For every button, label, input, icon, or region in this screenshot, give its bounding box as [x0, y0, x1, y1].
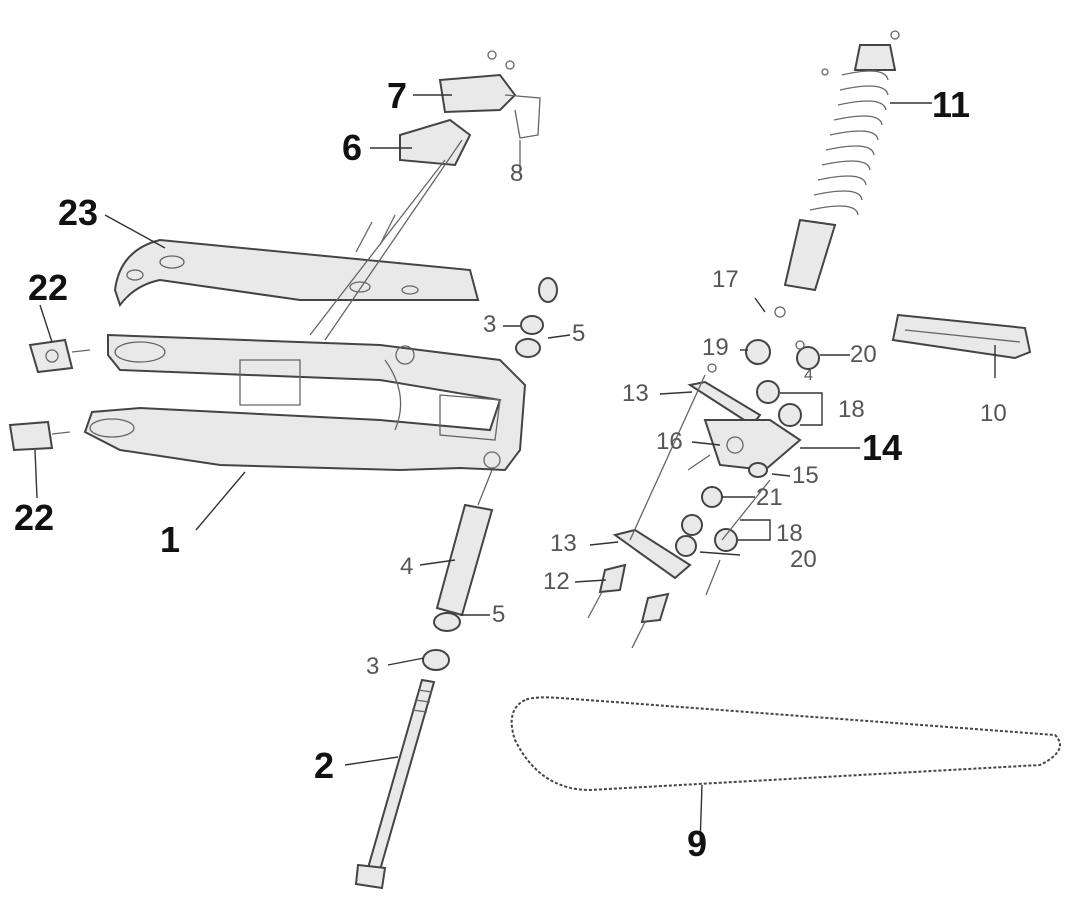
callout-8: 8	[510, 160, 524, 187]
chain-guard-plate	[113, 238, 480, 308]
callout-20-upper: 20	[850, 341, 877, 368]
leader-lines	[34, 94, 996, 846]
chain-adjuster-upper	[28, 338, 91, 374]
chain-adjuster-lower	[8, 420, 71, 452]
callout-23: 23	[58, 192, 99, 233]
callout-22-lower: 22	[14, 497, 55, 538]
suspension-linkage	[587, 339, 820, 649]
callout-2: 2	[314, 745, 335, 786]
chain-adjuster-bracket	[309, 50, 541, 341]
callout-11: 11	[932, 84, 971, 125]
callout-13-lower: 13	[550, 530, 577, 557]
callout-16: 16	[656, 428, 683, 455]
swing-arm	[83, 333, 527, 472]
callout-14: 14	[862, 427, 903, 468]
callout-18-lower: 18	[776, 520, 803, 547]
callout-18-upper: 18	[838, 396, 865, 423]
callout-22-upper: 22	[28, 267, 69, 308]
callout-5-lower: 5	[492, 601, 506, 628]
rear-shock-absorber	[774, 30, 900, 318]
callout-4-small: 4	[804, 367, 813, 384]
callout-20-lower: 20	[790, 546, 817, 573]
pivot-spacer-tube	[422, 469, 494, 671]
callout-10: 10	[980, 400, 1007, 427]
callout-19: 19	[702, 334, 729, 361]
pivot-bolt	[354, 678, 436, 890]
callout-3-upper: 3	[483, 311, 497, 338]
callout-1: 1	[160, 519, 181, 560]
callout-6: 6	[342, 127, 363, 168]
callout-17: 17	[712, 266, 739, 293]
drive-chain	[510, 696, 1061, 792]
callout-12: 12	[543, 568, 570, 595]
callout-3-lower: 3	[366, 653, 380, 680]
callout-5-upper: 5	[572, 320, 586, 347]
callout-7: 7	[387, 75, 408, 116]
callout-15: 15	[792, 462, 819, 489]
upper-bushing-set	[515, 277, 558, 358]
callout-9: 9	[687, 823, 708, 864]
chain-slider	[891, 313, 1032, 360]
callout-4: 4	[400, 553, 414, 580]
callout-21: 21	[756, 484, 783, 511]
callout-13-upper: 13	[622, 380, 649, 407]
